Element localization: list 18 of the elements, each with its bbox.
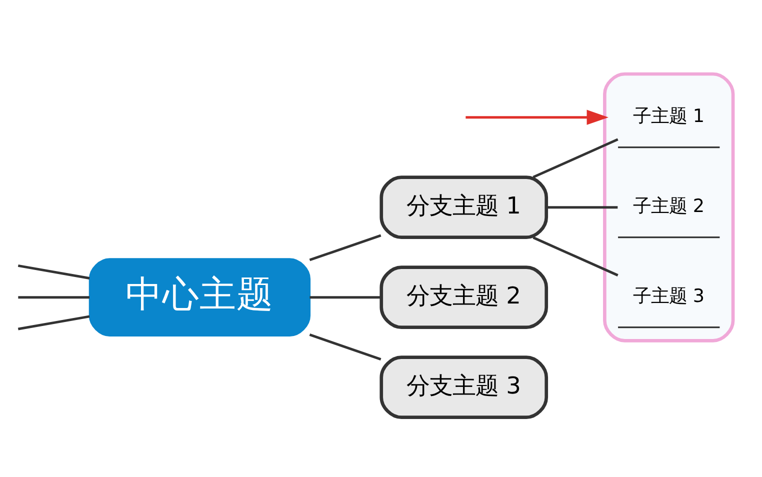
connector <box>18 264 90 279</box>
node-box: 中心主题 <box>88 258 311 336</box>
node-box: 分支主题 3 <box>380 355 548 418</box>
connector <box>18 314 90 330</box>
connector <box>532 236 618 276</box>
connector <box>18 296 90 298</box>
connector <box>309 333 382 360</box>
node-box: 分支主题 2 <box>380 265 548 328</box>
node-text: 子主题 1 <box>633 106 705 126</box>
node-text: 子主题 3 <box>633 286 705 306</box>
connector <box>546 206 618 208</box>
cluster <box>603 72 735 342</box>
connector <box>310 296 381 298</box>
node-text: 子主题 2 <box>633 196 705 216</box>
node-box: 分支主题 1 <box>380 175 548 238</box>
connector <box>532 138 618 178</box>
arrow <box>466 109 608 124</box>
connector <box>309 234 382 261</box>
